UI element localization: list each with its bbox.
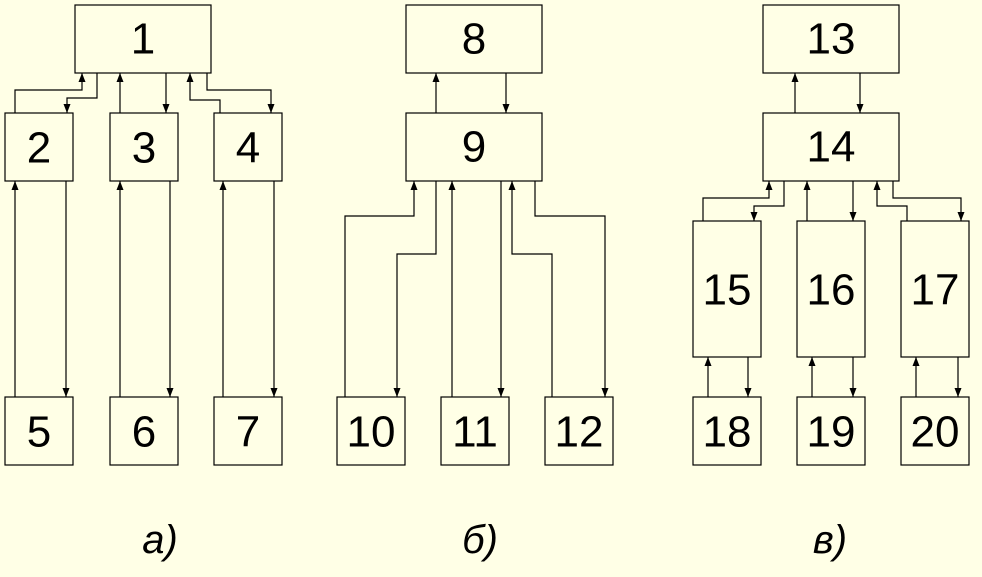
block-19 [796,396,866,466]
block-17-label: 17 [911,266,960,315]
link-1-to-2 [63,73,98,113]
link-15-to-14 [702,181,773,221]
block-17 [900,220,970,358]
block-12 [544,396,614,466]
block-7 [213,396,283,466]
block-1-label: 1 [131,15,155,64]
block-2-label: 2 [27,124,51,173]
block-8-label: 8 [462,15,486,64]
link-17-to-14 [873,181,908,221]
block-20 [900,396,970,466]
caption-c: в) [813,518,847,562]
block-3-label: 3 [132,124,156,173]
block-5 [4,396,74,466]
link-1-to-4 [206,73,275,113]
block-15-label: 15 [703,266,752,315]
caption-b: б) [462,518,498,562]
link-14-to-15 [750,181,785,221]
link-9-to-12 [534,181,609,397]
block-2 [4,112,74,182]
link-2-to-1 [14,73,86,113]
block-20-label: 20 [911,408,960,457]
block-3 [109,112,179,182]
block-6 [109,396,179,466]
block-11-label: 11 [452,408,498,457]
block-9-label: 9 [462,123,486,172]
diagram-a: 1 2 3 4 5 6 7 а) [4,4,283,562]
block-4 [213,112,283,182]
block-14-label: 14 [807,123,856,172]
block-19-label: 19 [807,408,856,457]
link-12-to-9 [508,181,553,397]
block-16-label: 16 [807,266,856,315]
block-11 [440,396,510,466]
block-12-label: 12 [555,408,604,457]
block-10 [336,396,406,466]
block-8 [405,4,543,74]
block-13-label: 13 [807,15,856,64]
block-15 [692,220,762,358]
link-14-to-17 [892,181,965,221]
block-5-label: 5 [27,408,51,457]
block-13 [762,4,900,74]
block-14 [762,112,900,182]
block-1 [74,4,212,74]
block-9 [405,112,543,182]
link-4-to-1 [186,73,221,113]
link-9-to-10 [393,181,437,397]
block-18-label: 18 [703,408,752,457]
block-6-label: 6 [132,408,156,457]
block-18 [692,396,762,466]
block-7-label: 7 [236,408,260,457]
diagram-c: 13 14 15 16 17 18 19 20 в) [692,4,970,562]
link-10-to-9 [344,181,418,397]
block-10-label: 10 [347,408,396,457]
diagram-b: 8 9 10 11 12 б) [336,4,614,562]
caption-a: а) [142,518,178,562]
block-4-label: 4 [236,124,260,173]
block-16 [796,220,866,358]
